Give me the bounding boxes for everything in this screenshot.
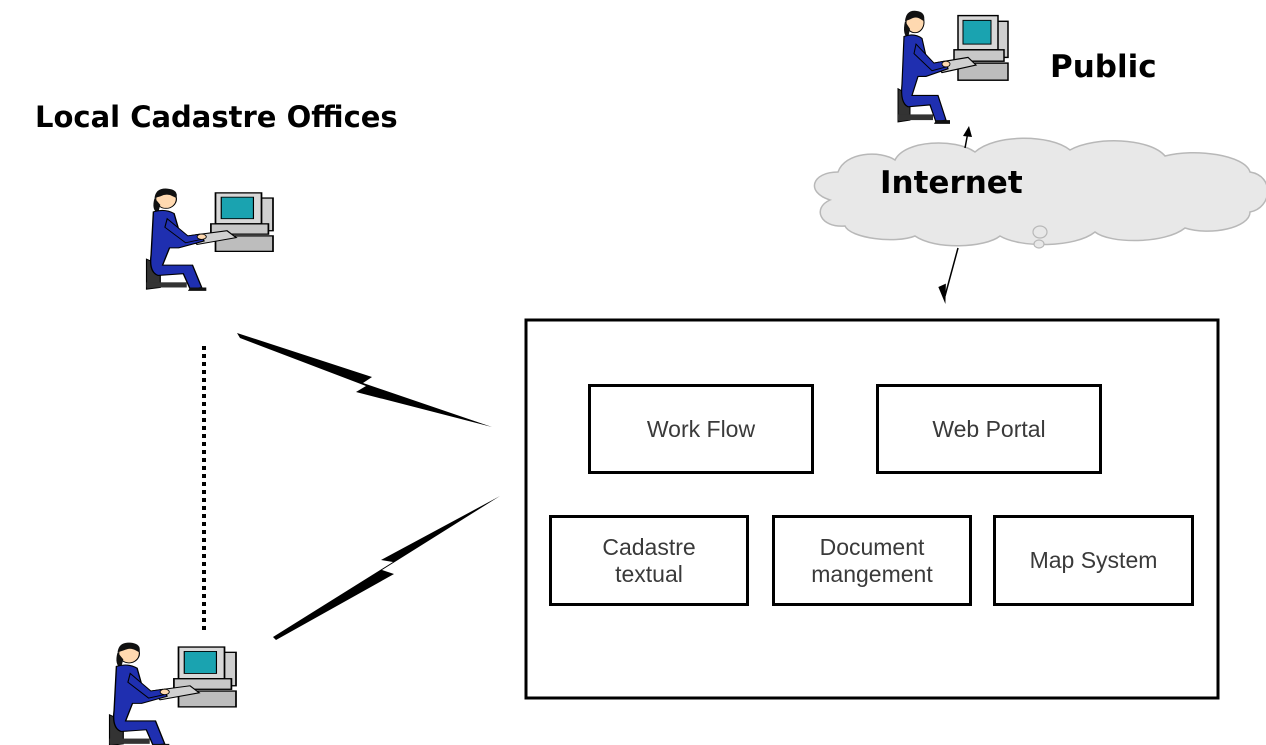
internet-to-system-arrow	[944, 247, 959, 297]
internet-label: Internet	[880, 165, 1023, 201]
map-system-module: Map System	[993, 515, 1194, 606]
cadastre-textual-module: Cadastre textual	[549, 515, 749, 606]
local-office-user-top-icon	[145, 187, 274, 292]
local-offices-label: Local Cadastre Offices	[35, 100, 398, 134]
local-office-user-bottom-icon	[108, 641, 237, 745]
work-flow-module: Work Flow	[588, 384, 814, 474]
document-management-module: Document mangement	[772, 515, 972, 606]
public-user-icon	[897, 10, 1009, 125]
lightning-link-bottom-icon	[273, 496, 500, 640]
internet-cloud-icon	[813, 137, 1266, 247]
public-label: Public	[1050, 49, 1157, 85]
web-portal-module: Web Portal	[876, 384, 1102, 474]
central-system-box	[524, 318, 1220, 700]
lightning-link-top-icon	[237, 333, 492, 427]
